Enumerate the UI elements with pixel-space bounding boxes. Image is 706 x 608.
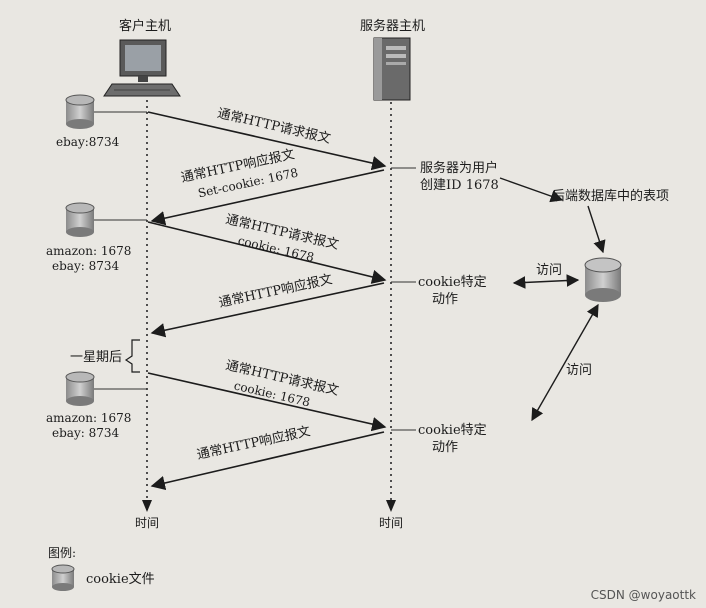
cookie-action-label: 动作: [432, 292, 459, 307]
server-create-id-label: 创建ID 1678: [420, 178, 499, 193]
legend-cookie-icon: [51, 564, 75, 591]
client-time-arrowhead: [142, 500, 152, 512]
msg-arrow-response-2: [150, 282, 385, 338]
cookie-store-label: amazon: 1678: [46, 411, 132, 425]
cookie-file-icon: [65, 94, 95, 129]
msg-arrow-request-1: [147, 111, 387, 171]
server-tower-icon: [373, 37, 411, 101]
cookie-store-label: ebay: 8734: [52, 259, 120, 273]
server-time-arrowhead: [386, 500, 396, 512]
client-computer-icon: [103, 39, 181, 97]
server-time-label: 时间: [378, 516, 403, 530]
database-label: 后端数据库中的表项: [552, 189, 670, 204]
db-access-label: 访问: [536, 263, 563, 278]
watermark: CSDN @woyaottk: [590, 588, 696, 602]
db-access-arrow-2: [531, 303, 599, 422]
msg-arrow-request-2: [147, 221, 387, 284]
legend-title: 图例:: [48, 546, 77, 560]
cookie-store-label: ebay: 8734: [52, 426, 120, 440]
cookie-action-label: cookie特定: [418, 275, 487, 290]
backend-database-icon: [584, 257, 622, 302]
client-host-label: 客户主机: [118, 19, 171, 34]
cookie-store-label: ebay:8734: [56, 135, 120, 149]
cookie-file-icon: [65, 202, 95, 237]
cookie-action-label: cookie特定: [418, 423, 487, 438]
week-later-label: 一星期后: [70, 350, 123, 365]
server-create-label: 服务器为用户: [420, 161, 499, 176]
cookie-store-label: amazon: 1678: [46, 244, 132, 258]
cookie-file-icon: [65, 371, 95, 406]
msg-arrow-response-1: [150, 169, 385, 226]
client-time-label: 时间: [134, 516, 159, 530]
week-later-bracket: [124, 339, 140, 373]
db-label-pointer-tail: [499, 177, 564, 203]
cookie-action-label: 动作: [432, 440, 459, 455]
db-access-label: 访问: [566, 363, 593, 378]
msg-arrow-response-3: [150, 431, 385, 491]
db-label-pointer: [587, 205, 606, 254]
msg-arrow-request-3: [147, 372, 387, 432]
db-access-arrow-1: [512, 274, 580, 289]
server-host-label: 服务器主机: [359, 19, 425, 34]
legend-cookie-label: cookie文件: [86, 572, 155, 587]
